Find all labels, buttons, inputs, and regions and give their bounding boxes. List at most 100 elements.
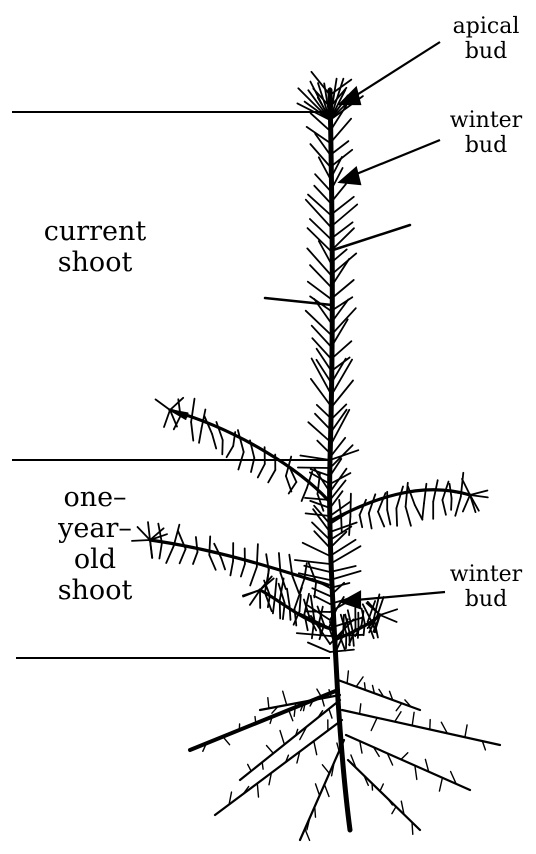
needle [331,308,356,335]
needle [408,487,415,505]
needle [230,561,233,575]
needle [310,265,331,287]
rootlet [365,683,366,690]
label-winter-bud-top: winter bud [438,108,534,159]
root-system [190,671,500,840]
needle [275,579,277,598]
rootlet [347,671,348,683]
needle [378,493,386,512]
needle [406,507,411,526]
needle [380,609,397,615]
needle [295,560,330,564]
needle [330,571,361,580]
needle [216,422,222,440]
rootlet [322,765,329,774]
needle [341,518,342,533]
label-apical-bud: apical bud [438,14,534,65]
needle [314,596,330,604]
needle [332,381,353,408]
rootlet [324,784,329,796]
needle [422,503,424,519]
rootlet [329,709,332,718]
rootlet [268,698,269,709]
arrow-apical-bud [352,42,440,98]
rootlet [289,710,293,721]
needle [463,495,470,512]
needle [442,500,446,515]
needle [330,119,351,143]
needle [396,508,397,526]
needle [396,487,403,509]
rootlet [283,691,287,705]
root [260,695,340,710]
needle [268,470,275,482]
needle [369,513,372,528]
rootlet [314,741,317,755]
rootlet [465,725,467,737]
needle [180,549,186,563]
needle [286,476,292,492]
label-one-year-old-shoot: one– year– old shoot [20,482,170,606]
needle [378,512,384,527]
needle [265,298,332,305]
needle [330,540,356,556]
rootlet [316,784,320,796]
label-winter-bud-lower: winter bud [438,562,534,613]
needle [302,488,307,501]
needle [330,445,353,468]
needle [164,410,170,427]
needle [310,144,330,167]
rootlet [380,784,383,791]
rootlet [372,783,373,790]
arrow-head-winter-bud-lower [342,592,360,608]
needle [308,422,331,443]
rootlet [412,822,413,834]
rootlet [360,704,361,714]
needle [212,434,216,449]
rootlet [356,677,363,687]
needle [258,464,265,477]
rootlet [248,764,251,771]
needle [287,589,290,606]
rootlet [412,712,414,725]
needle [308,643,330,653]
side-branches [150,410,470,640]
rootlet [257,783,258,797]
rootlet [280,731,284,745]
needle [470,491,487,496]
rootlet [439,778,442,791]
needle [170,398,183,410]
needle [191,422,193,441]
needle [300,595,301,612]
needle [451,498,452,510]
rootlet [305,829,310,841]
needle [307,127,331,143]
needle [306,311,332,335]
needle [331,205,358,228]
arrow-head-winter-bud-top [340,168,360,184]
needle [311,379,332,407]
rootlet [395,712,401,722]
needle [241,564,245,577]
needle [308,228,331,251]
arrow-winter-bud-lower [356,592,445,600]
needle [387,510,390,525]
needle [380,615,397,622]
needle [470,495,488,497]
needle [250,567,257,585]
label-current-shoot: current shoot [20,216,170,278]
needle [156,399,171,410]
needle [312,326,332,347]
needle [227,446,234,457]
needle [332,404,347,419]
needle [350,494,351,517]
rootlet [267,746,274,754]
needle [193,552,198,564]
arrow-winter-bud-top [354,140,440,175]
rootlet [371,718,377,731]
rootlet [262,762,263,769]
rootlet [223,737,230,745]
needle [455,497,461,516]
rootlet [315,807,316,818]
needle [310,219,331,239]
